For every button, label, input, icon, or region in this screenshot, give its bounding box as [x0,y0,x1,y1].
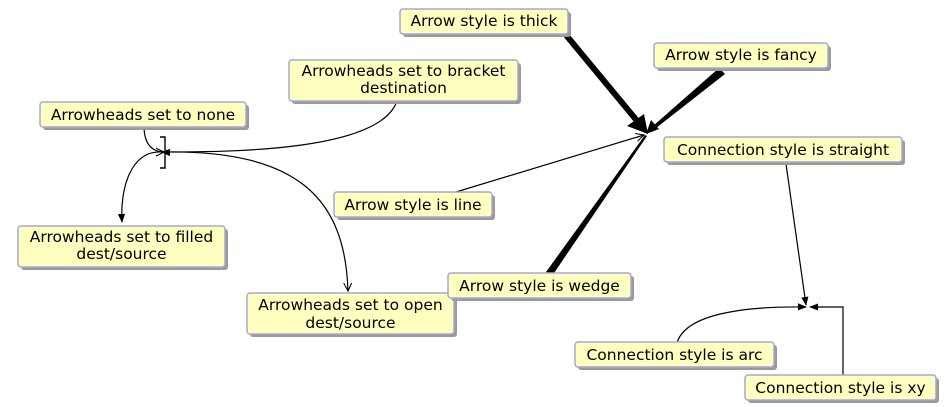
label-style-thick: Arrow style is thick [399,8,571,37]
label-arrowheads-filled: Arrowheads set to filled dest/source [17,225,228,270]
thick-arrowhead [627,114,648,134]
label-style-line: Arrow style is line [333,191,495,220]
label-arrowheads-bracket: Arrowheads set to bracket destination [288,59,521,104]
connector-open [164,152,348,291]
label-conn-straight: Connection style is straight [663,136,905,165]
label-layer: Arrowheads set to none Arrowheads set to… [17,8,939,403]
connector-wedge [546,135,647,276]
connector-line [455,135,644,193]
fancy-arrowhead [646,120,659,134]
connector-xy [809,303,844,376]
label-style-fancy: Arrow style is fancy [653,42,831,71]
label-text: Arrow style is line [344,196,481,214]
label-text-line2: dest/source [76,245,166,263]
connector-straight [785,163,809,306]
connector-filled [117,148,171,223]
label-text: Connection style is arc [586,346,762,364]
label-text-line1: Arrowheads set to filled [30,228,213,246]
label-text: Arrow style is fancy [665,46,817,64]
label-text: Arrow style is thick [411,12,558,30]
connector-thick [563,33,641,124]
label-text-line1: Arrowheads set to bracket [302,62,506,80]
label-conn-arc: Connection style is arc [574,341,777,370]
connector-arc [676,303,807,344]
connector-fancy [653,68,725,128]
label-text-line2: dest/source [305,314,395,332]
label-text-line1: Arrowheads set to open [258,296,442,314]
label-arrowheads-open: Arrowheads set to open dest/source [246,292,457,337]
label-text: Connection style is straight [677,141,889,159]
label-style-wedge: Arrow style is wedge [447,272,634,301]
connector-layer [117,33,844,376]
label-text: Connection style is xy [755,379,925,397]
label-conn-xy: Connection style is xy [744,374,939,403]
label-arrowheads-none: Arrowheads set to none [39,101,249,130]
label-text-line2: destination [360,79,447,97]
label-text: Arrow style is wedge [459,277,620,295]
label-text: Arrowheads set to none [51,106,235,124]
